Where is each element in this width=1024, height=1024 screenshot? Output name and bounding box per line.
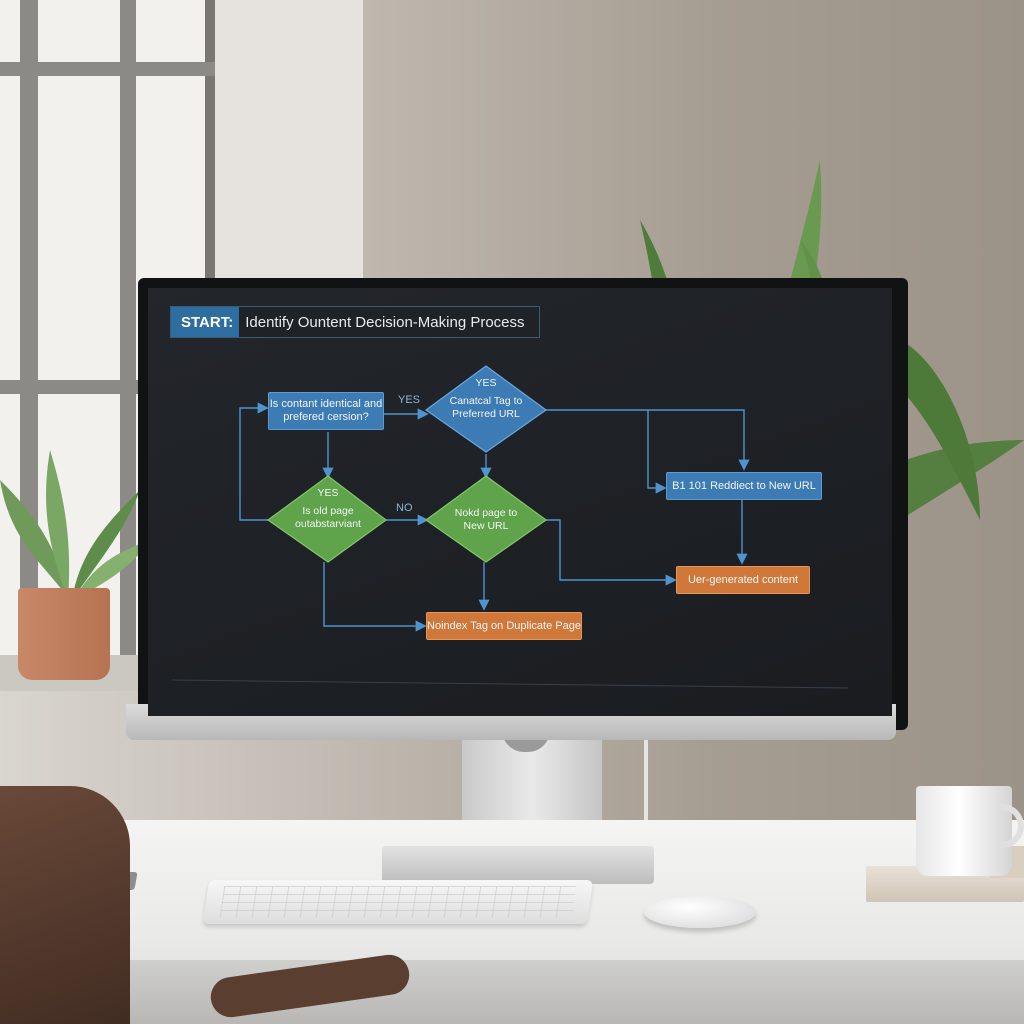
chair-back [0,786,130,1024]
diamond-old-page-label: Is old page outabstarviant [295,505,361,530]
monitor-cable [636,736,648,856]
diamond-noindex-label: Nokd page to New URL [454,507,518,532]
flowchart-title: START: Identify Ountent Decision-Making … [170,306,540,338]
node-user-generated: Uer-generated content [676,566,810,594]
flowchart-connectors [171,365,849,689]
node-noindex-tag: Noindex Tag on Duplicate Page [426,612,582,640]
window-frame-vertical [20,0,38,660]
diamond-noindex-shape [424,475,548,563]
title-text: Identify Ountent Decision-Making Process [245,313,525,331]
monitor-stand-base [382,846,654,884]
small-plant-pot [18,588,110,680]
edge-label-yes: YES [398,394,421,406]
small-plant-leaves [0,450,150,600]
mouse [644,896,756,928]
node-content-identical-label: Is contant identical and prefered cersio… [269,398,383,423]
node-noindex-tag-label: Noindex Tag on Duplicate Page [427,619,581,632]
diamond-canonical-yes: YES [475,376,497,389]
node-redirect: B1 101 Reddiect to New URL [666,472,822,500]
desk-edge [0,960,1024,1024]
mug [916,786,1012,876]
edge-label-no: NO [396,502,413,514]
diamond-canonical-shape [424,365,548,453]
window-frame-vertical [120,0,136,660]
mug-handle [1000,804,1024,848]
title-start-label: START: [171,307,240,337]
monitor-screen: START: Identify Ountent Decision-Making … [148,288,892,716]
keyboard-keys [219,886,577,918]
window-frame-horizontal [0,62,215,76]
diamond-old-page-shape [266,475,388,563]
node-redirect-label: B1 101 Reddiect to New URL [672,479,816,492]
diamond-canonical-label: Canatcal Tag to Preferred URL [449,395,523,420]
diamond-old-page-yes: YES [317,486,339,499]
node-content-identical: Is contant identical and prefered cersio… [268,392,384,430]
node-user-generated-label: Uer-generated content [687,573,799,586]
